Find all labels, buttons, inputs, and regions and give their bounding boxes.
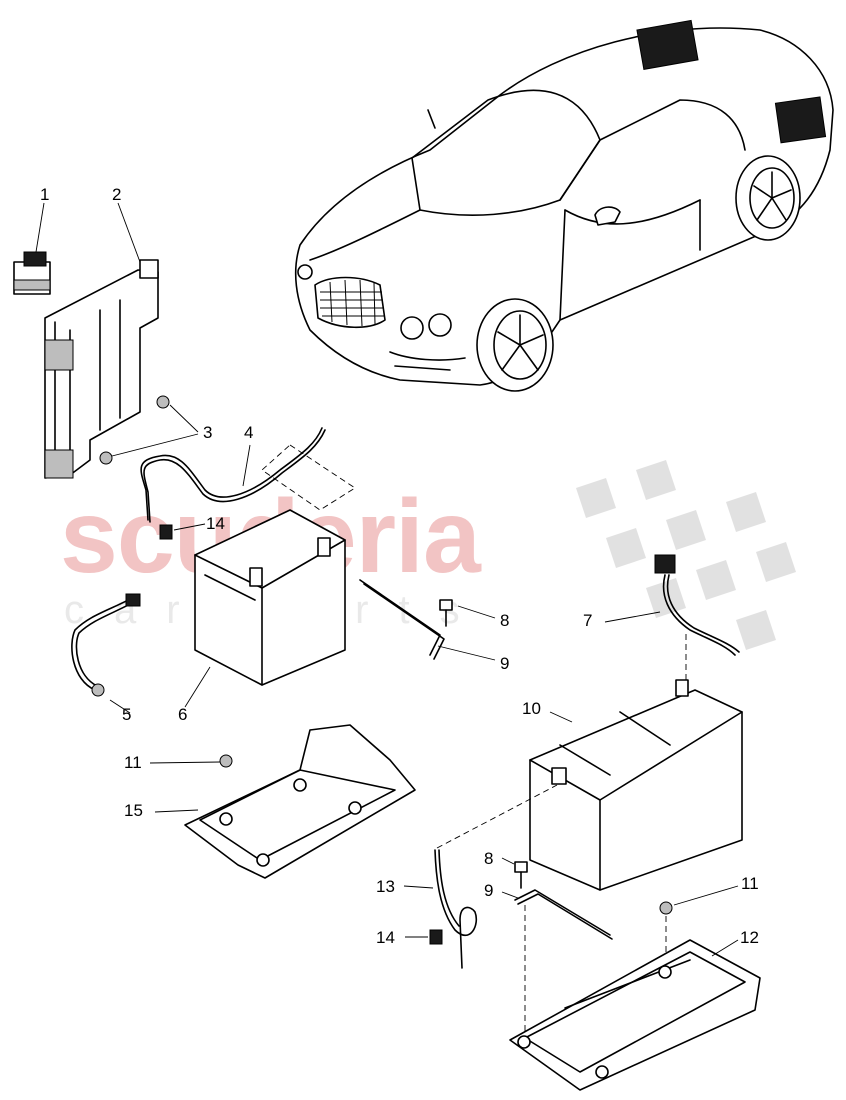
part-5-cable (71, 593, 141, 714)
callout-8-upper: 8 (500, 611, 510, 630)
part-1-fuse-module (13, 202, 51, 295)
car-illustration (294, 19, 834, 392)
part-8-bolt-lower (501, 857, 528, 889)
part-7-cable (604, 554, 740, 690)
part-12-battery-tray-large (509, 939, 761, 1091)
part-8-bolt-upper (439, 599, 496, 627)
callout-5: 5 (122, 705, 132, 724)
part-14-clip-lower (405, 929, 443, 945)
part-13-cable (403, 784, 558, 969)
callout-8-lower: 8 (484, 849, 494, 868)
part-6-battery-small (184, 509, 346, 708)
part-10-battery-large (529, 679, 743, 891)
callout-11-lower: 11 (741, 874, 759, 893)
part-3-nuts (99, 395, 199, 465)
callout-14-upper: 14 (206, 514, 225, 533)
part-15-battery-tray-small (154, 724, 416, 879)
callout-3: 3 (203, 423, 213, 442)
part-11-nut-upper (149, 754, 233, 768)
part-2-mounting-bracket (44, 202, 159, 479)
callout-11-upper: 11 (124, 753, 142, 772)
callout-7: 7 (583, 611, 593, 630)
checker-flag-watermark (576, 460, 796, 650)
callout-9-lower: 9 (484, 881, 494, 900)
part-4-cable (140, 427, 356, 523)
callout-9-upper: 9 (500, 654, 510, 673)
callout-2: 2 (112, 185, 122, 204)
part-9-hold-down-upper (359, 579, 496, 661)
part-11-nut-lower (659, 885, 739, 975)
callout-13: 13 (376, 877, 395, 896)
callout-14-lower: 14 (376, 928, 395, 947)
part-9-hold-down-lower (501, 889, 613, 1040)
callout-4: 4 (244, 423, 254, 442)
callout-12: 12 (740, 928, 759, 947)
callout-10: 10 (522, 699, 541, 718)
callout-1: 1 (40, 185, 50, 204)
callout-15: 15 (124, 801, 143, 820)
callout-6: 6 (178, 705, 188, 724)
part-14-clip-upper (159, 523, 206, 540)
